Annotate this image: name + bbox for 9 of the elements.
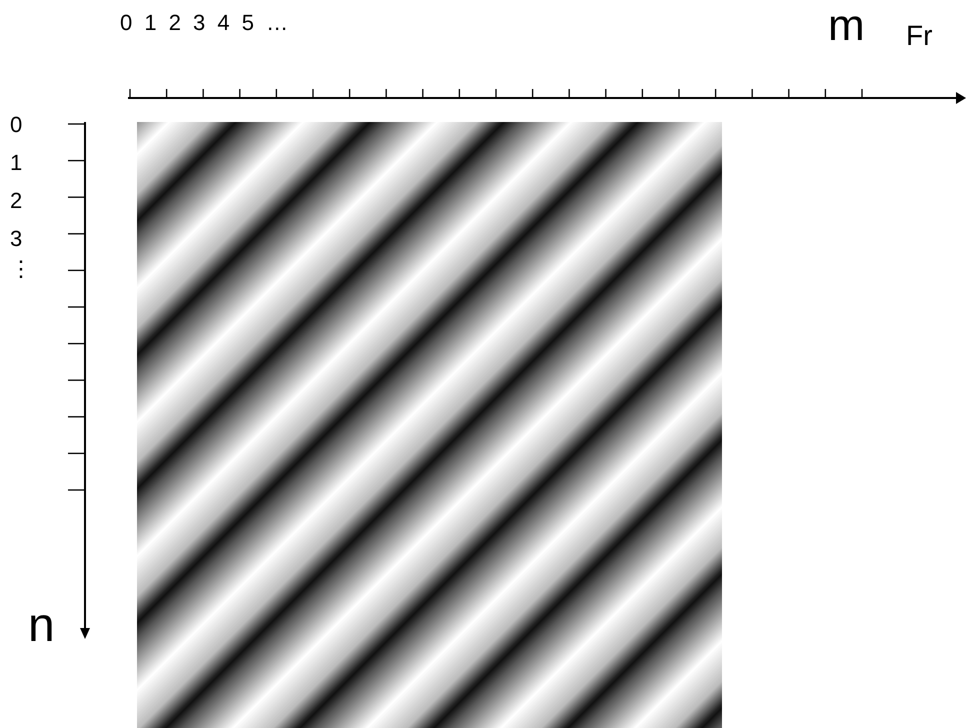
axis-tick-labels: 0 1 2 3 4 5 … bbox=[120, 12, 288, 34]
axis-label: n bbox=[28, 602, 55, 650]
ellipsis: ⋮ bbox=[10, 258, 32, 280]
axis-tick-label: 2 bbox=[10, 190, 22, 212]
axis-label: m bbox=[828, 4, 865, 48]
axis-tick-label: 3 bbox=[10, 228, 22, 250]
axis-tick-label: 0 bbox=[10, 114, 22, 136]
axis-tick-label: 1 bbox=[10, 152, 22, 174]
axis-label: Fr bbox=[906, 22, 932, 50]
